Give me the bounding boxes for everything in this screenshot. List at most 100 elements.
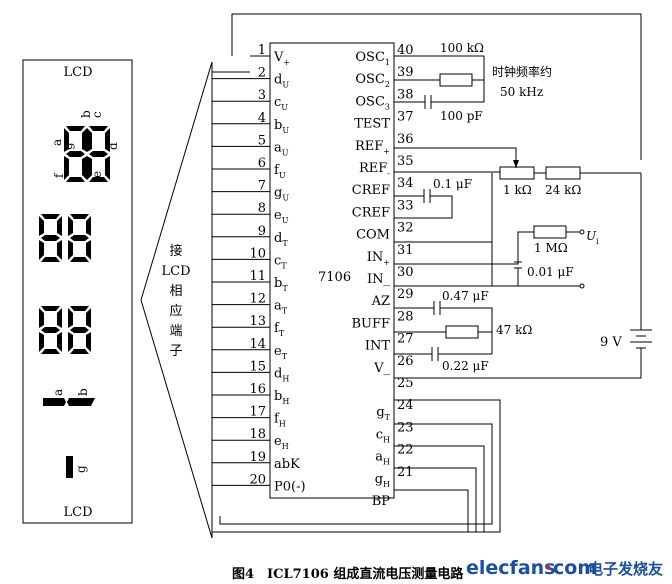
right-pin-26: 26 V_	[373, 354, 413, 376]
digit4-label-b: b	[76, 388, 90, 396]
left-pin-name: aT	[274, 299, 288, 316]
figure-caption: 图4 ICL7106 组成直流电压测量电路	[232, 566, 464, 582]
ic-body	[269, 42, 395, 499]
left-pin-2: 2 dU	[212, 66, 289, 90]
left-pin-name: cT	[274, 253, 287, 270]
left-pin-name: bH	[274, 389, 289, 406]
left-pin-13: 13 fT	[212, 314, 285, 338]
left-pin-number: 13	[249, 314, 266, 329]
left-pin-number: 9	[258, 224, 266, 239]
left-pin-name: fT	[274, 321, 285, 338]
right-pin-name: OSC1	[355, 50, 390, 67]
c-int-label: 0.22 μF	[442, 359, 489, 373]
left-pin-name: bT	[274, 276, 288, 293]
right-pin-name: AZ	[371, 294, 390, 309]
left-pin-name: dH	[274, 366, 289, 383]
left-pin-name: fU	[274, 163, 286, 180]
right-pin-name: V_	[373, 361, 390, 376]
seg-label-a: a	[50, 139, 64, 146]
watermark: elecfans · com 电子发烧友	[466, 557, 663, 579]
c-az-label: 0.47 μF	[442, 289, 489, 303]
right-pin-name: BP	[372, 494, 391, 509]
right-pin-name: REF+	[355, 139, 390, 156]
left-pin-3: 3 cU	[212, 88, 288, 112]
digit-4	[43, 398, 95, 406]
left-pin-number: 17	[249, 405, 266, 420]
right-pin-name: OSC2	[355, 72, 390, 89]
right-pin-name: gT	[376, 405, 390, 422]
right-pin-number: 30	[397, 265, 414, 280]
right-pin-number: 38	[397, 87, 414, 102]
right-pin-bp: BP	[372, 494, 391, 509]
right-pin-number: 35	[397, 154, 414, 169]
left-pin-number: 8	[258, 201, 266, 216]
right-pin-number: 34	[397, 176, 414, 191]
r-in-label: 1 MΩ	[534, 241, 568, 255]
left-pin-name: eH	[274, 434, 289, 451]
left-pin-name: aU	[274, 140, 289, 157]
seg-label-e: e	[90, 171, 104, 178]
digit-1	[64, 126, 110, 182]
right-pin-name: OSC3	[355, 94, 390, 111]
left-pin-number: 3	[258, 88, 266, 103]
seg-label-b: b	[79, 110, 93, 118]
left-pin-name: gU	[274, 186, 289, 203]
right-pin-name: gH	[375, 472, 390, 489]
left-pin-name: cU	[274, 95, 288, 112]
wiring	[212, 13, 652, 533]
left-pin-name: eT	[274, 344, 288, 361]
lcd-panel: LCD LCD a b c d e f g	[22, 59, 133, 524]
left-pin-number: 2	[258, 66, 266, 81]
right-pin-number: 26	[397, 354, 414, 369]
left-pin-4: 4 bU	[212, 111, 289, 135]
right-pin-35: 35 REF-	[359, 154, 414, 178]
battery-label: 9 V	[600, 335, 622, 350]
seg-label-g: g	[61, 142, 75, 150]
ui-sub: i	[596, 237, 599, 246]
left-pin-number: 4	[258, 111, 266, 126]
left-pin-name: bU	[274, 118, 289, 135]
c-in-label: 0.01 μF	[527, 265, 574, 279]
left-pin-6: 6 fU	[212, 156, 286, 180]
left-pin-name: dU	[274, 73, 289, 90]
right-pin-name: COM	[356, 228, 390, 243]
left-pin-number: 6	[258, 156, 266, 171]
right-pin-number: 36	[397, 132, 414, 147]
r-osc-label: 100 kΩ	[440, 41, 484, 55]
right-pin-36: 36 REF+	[355, 132, 414, 156]
right-pin-name: BUFF	[351, 316, 390, 331]
c-ref-label: 0.1 μF	[433, 177, 472, 191]
connection-bracket	[140, 61, 213, 539]
right-pin-number: 39	[397, 65, 414, 80]
right-pin-number: 21	[397, 465, 414, 480]
lcd-title-bottom: LCD	[63, 505, 92, 520]
right-pin-38: 38 OSC3	[355, 87, 413, 111]
right-pin-number: 31	[397, 243, 414, 258]
right-pin-number: 33	[397, 198, 414, 213]
right-pin-number: 24	[397, 398, 414, 413]
right-pin-name: CREF	[352, 205, 390, 220]
right-pin-name: aH	[375, 450, 390, 467]
right-pin-name: IN_	[367, 272, 391, 287]
right-pin-39: 39 OSC2	[355, 65, 413, 89]
right-pin-name: REF-	[359, 161, 390, 178]
left-pin-number: 5	[258, 133, 266, 148]
left-pin-name: P0(-)	[274, 479, 306, 494]
watermark-site: elecfans	[466, 557, 555, 579]
right-pin-30: 30 IN_	[367, 265, 414, 287]
right-pin-number: 25	[397, 376, 414, 391]
